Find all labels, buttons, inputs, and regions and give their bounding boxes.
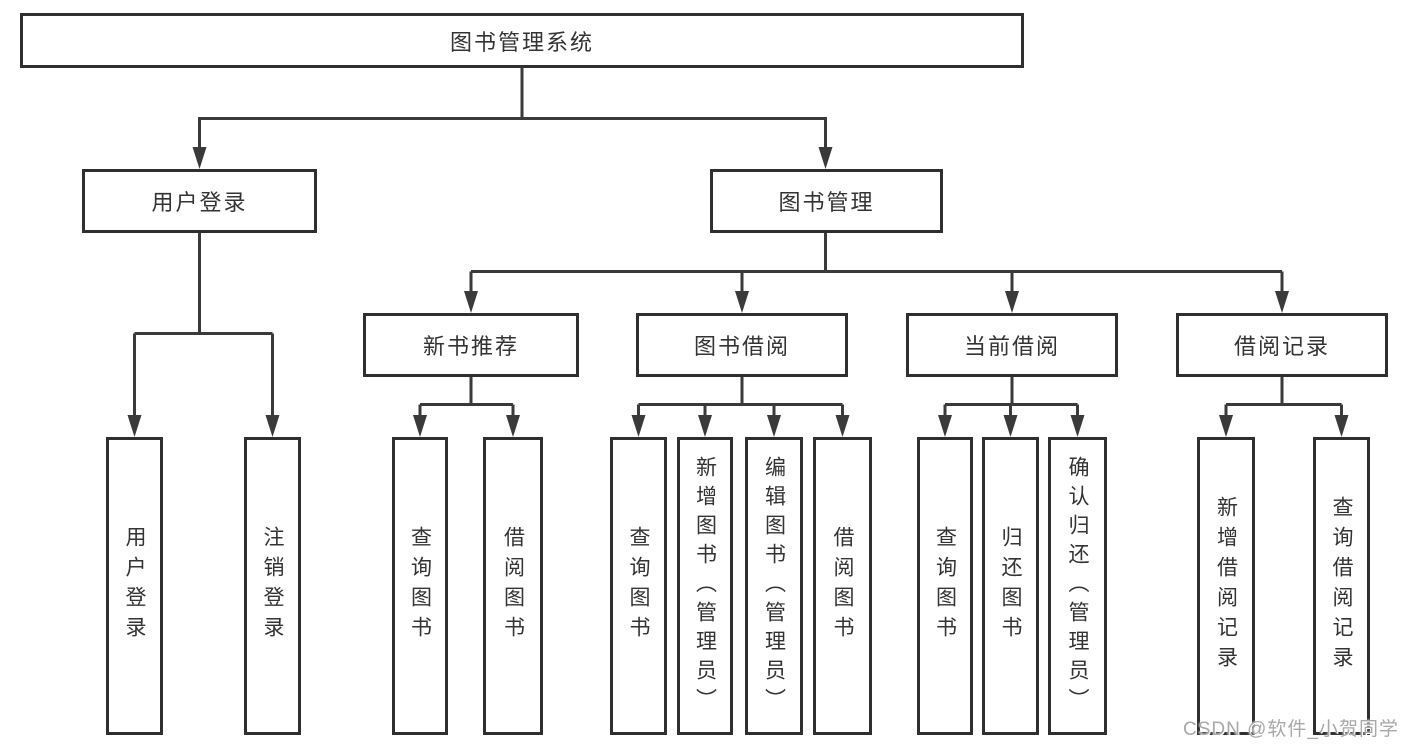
- leaf-borrow-query-books-label: 查询图书: [627, 526, 650, 646]
- leaf-user-login: 用户登录: [106, 437, 163, 735]
- node-borrow-records-label: 借阅记录: [1233, 334, 1330, 359]
- leaf-current-query-books: 查询图书: [917, 437, 973, 735]
- node-book-management: 图书管理: [710, 169, 943, 233]
- leaf-confirm-return-admin: 确认归还（管理员）: [1048, 437, 1107, 735]
- leaf-recommend-borrow-books-label: 借阅图书: [501, 526, 525, 646]
- leaf-borrow-books-label: 借阅图书: [831, 526, 854, 646]
- leaf-return-books: 归还图书: [982, 437, 1039, 735]
- leaf-logout: 注销登录: [244, 437, 301, 735]
- csdn-watermark: CSDN @软件_小贺同学: [1183, 719, 1399, 740]
- node-borrow-records: 借阅记录: [1176, 313, 1388, 377]
- node-root-label: 图书管理系统: [449, 29, 594, 55]
- node-book-borrow-label: 图书借阅: [693, 334, 790, 359]
- node-new-book-recommend: 新书推荐: [363, 313, 579, 377]
- node-new-book-recommend-label: 新书推荐: [422, 334, 519, 359]
- leaf-add-books-admin: 新增图书（管理员）: [677, 437, 733, 735]
- leaf-borrow-query-books: 查询图书: [610, 437, 667, 735]
- leaf-add-borrow-record-label: 新增借阅记录: [1214, 496, 1238, 676]
- leaf-query-borrow-record-label: 查询借阅记录: [1330, 496, 1353, 676]
- leaf-confirm-return-admin-label: 确认归还（管理员）: [1066, 455, 1089, 717]
- node-current-borrow-label: 当前借阅: [963, 334, 1060, 359]
- node-book-borrow: 图书借阅: [636, 313, 848, 377]
- leaf-add-books-admin-label: 新增图书（管理员）: [693, 455, 717, 717]
- leaf-recommend-borrow-books: 借阅图书: [483, 437, 543, 735]
- leaf-edit-books-admin: 编辑图书（管理员）: [745, 437, 803, 735]
- leaf-recommend-query-books-label: 查询图书: [408, 526, 432, 646]
- leaf-add-borrow-record: 新增借阅记录: [1197, 437, 1255, 735]
- node-book-management-label: 图书管理: [778, 190, 875, 215]
- node-user-login-label: 用户登录: [151, 190, 248, 215]
- leaf-logout-label: 注销登录: [261, 526, 284, 646]
- leaf-recommend-query-books: 查询图书: [392, 437, 448, 735]
- leaf-borrow-books: 借阅图书: [813, 437, 872, 735]
- leaf-query-borrow-record: 查询借阅记录: [1313, 437, 1370, 735]
- node-root: 图书管理系统: [20, 13, 1024, 68]
- node-current-borrow: 当前借阅: [906, 313, 1118, 377]
- node-user-login: 用户登录: [82, 169, 317, 233]
- leaf-current-query-books-label: 查询图书: [933, 526, 957, 646]
- leaf-edit-books-admin-label: 编辑图书（管理员）: [762, 455, 786, 717]
- leaf-return-books-label: 归还图书: [999, 526, 1022, 646]
- leaf-user-login-label: 用户登录: [123, 526, 146, 646]
